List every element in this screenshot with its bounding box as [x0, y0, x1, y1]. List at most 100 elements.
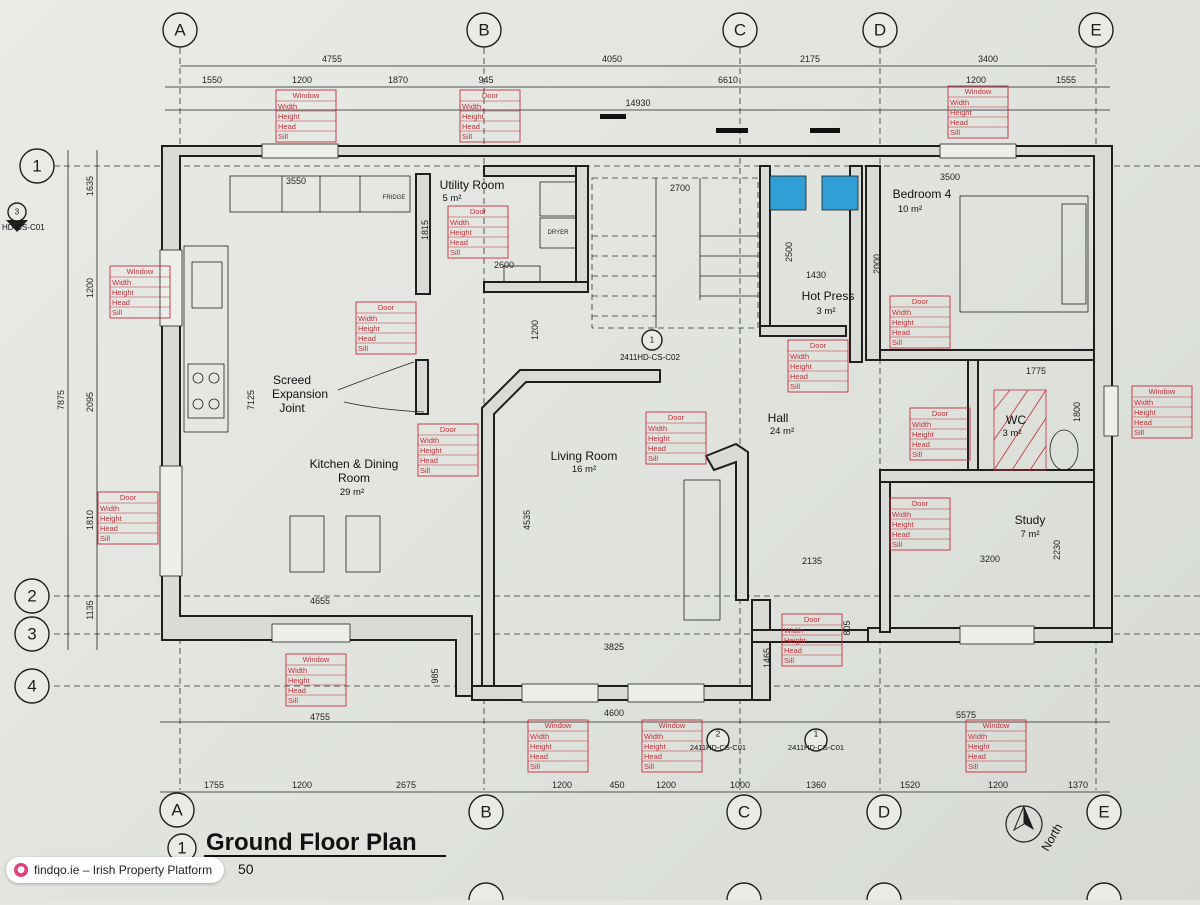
- kitchen-counter-side: [183, 245, 229, 433]
- grid-bubble: [1086, 794, 1122, 830]
- tag-row-label: Head: [912, 440, 930, 449]
- tag-row-label: Head: [530, 752, 548, 761]
- interior-wall: [483, 165, 589, 177]
- grid-bubble: [14, 578, 50, 614]
- grid-label: 4: [27, 677, 36, 696]
- plan-title: Ground Floor Plan: [206, 829, 417, 856]
- tag-row-label: Sill: [420, 466, 430, 475]
- grid-bubbles-top: A B C D E: [162, 12, 1114, 48]
- watermark-badge[interactable]: ● findqo.ie – Irish Property Platform: [6, 857, 225, 883]
- dim-text: 5575: [956, 710, 976, 720]
- room-name: Living Room: [551, 449, 618, 463]
- grid-label: D: [874, 21, 886, 40]
- sink: [191, 261, 223, 309]
- section-cut-mark: [600, 114, 626, 119]
- room-area: 16 m²: [572, 464, 596, 475]
- tag-row-label: Height: [790, 362, 813, 371]
- tag-row-label: Sill: [790, 382, 800, 391]
- tag-row-label: Width: [968, 732, 987, 741]
- tag-row-label: Sill: [100, 534, 110, 543]
- svg-text:1800: 1800: [1072, 402, 1082, 422]
- room-area: 3 m²: [817, 306, 836, 317]
- tag-row-label: Height: [1134, 408, 1157, 417]
- window-openings: [159, 143, 1119, 703]
- tag-box: [285, 653, 347, 707]
- grid-bubble: [14, 668, 50, 704]
- tag-box: [527, 719, 589, 773]
- svg-text:2700: 2700: [670, 183, 690, 193]
- tag-row-label: Head: [968, 752, 986, 761]
- grid-bubble: [726, 882, 762, 905]
- room-name: Utility Room: [440, 178, 505, 192]
- svg-text:1430: 1430: [806, 270, 826, 280]
- tag-row-label: Width: [892, 308, 911, 317]
- tag-row-label: Height: [648, 434, 671, 443]
- tag-title: Window: [303, 655, 330, 664]
- tag-row-label: Width: [112, 278, 131, 287]
- grid-label: 2: [27, 587, 36, 606]
- dim-text: 1200: [656, 780, 676, 790]
- tag-title: Door: [912, 499, 929, 508]
- title-marker-number: 1: [177, 839, 186, 858]
- tag-title: Window: [127, 267, 154, 276]
- tag-row-label: Sill: [950, 128, 960, 137]
- section-cut-mark: [810, 128, 840, 133]
- dim-text: 4050: [602, 54, 622, 64]
- grid-label: E: [1090, 21, 1101, 40]
- grid-bubble: [14, 616, 50, 652]
- grid-label: 3: [27, 625, 36, 644]
- svg-text:7125: 7125: [246, 390, 256, 410]
- hot-water-cylinder: [821, 175, 859, 211]
- grid-label: B: [478, 21, 489, 40]
- section-marker-icon: [706, 728, 730, 752]
- window-opening: [1103, 385, 1119, 437]
- tag-row-label: Height: [892, 318, 915, 327]
- dimension-lines: [67, 65, 1110, 793]
- bed: [959, 195, 1089, 313]
- window-opening: [271, 623, 351, 643]
- dim-text: 1200: [292, 780, 312, 790]
- tag-row-label: Sill: [462, 132, 472, 141]
- tag-row-label: Height: [968, 742, 991, 751]
- section-marker-icon: [804, 728, 828, 752]
- dim-text: 1000: [730, 780, 750, 790]
- tag-row-label: Head: [100, 524, 118, 533]
- tag-row-label: Height: [462, 112, 485, 121]
- tag-row-label: Width: [648, 424, 667, 433]
- tag-row-label: Height: [288, 676, 311, 685]
- grid-label: A: [174, 21, 186, 40]
- grid-bubble: [726, 794, 762, 830]
- svg-text:3: 3: [15, 208, 20, 217]
- svg-text:2411HD-CS-C01: 2411HD-CS-C01: [690, 743, 746, 752]
- tag-row-label: Height: [278, 112, 301, 121]
- dim-text: 1755: [204, 780, 224, 790]
- svg-text:HD-CS-C01: HD-CS-C01: [2, 223, 45, 232]
- grid-bubbles-left: 1 2 3 4: [14, 148, 55, 704]
- tag-row-label: Width: [278, 102, 297, 111]
- tag-title: Door: [482, 91, 499, 100]
- room-area: 7 m²: [1021, 529, 1040, 540]
- grid-bubble: [862, 12, 898, 48]
- room-name: Room: [338, 471, 370, 485]
- tag-row-label: Sill: [358, 344, 368, 353]
- dim-text: 14930: [625, 98, 650, 108]
- dim-text: 1200: [292, 75, 312, 85]
- grid-label: E: [1098, 803, 1109, 822]
- dim-text: 1200: [552, 780, 572, 790]
- tag-row-label: Width: [912, 420, 931, 429]
- tag-box: [459, 89, 521, 143]
- fridge-label: FRIDGE: [383, 195, 406, 201]
- tag-box: [417, 423, 479, 477]
- tag-row-label: Sill: [450, 248, 460, 257]
- opening-tags: WindowWidthHeightHeadSillDoorWidthHeight…: [97, 85, 1193, 773]
- tag-row-label: Sill: [784, 656, 794, 665]
- interior-wall: [967, 359, 979, 471]
- wc-hatch: [993, 389, 1047, 471]
- dim-text: 2175: [800, 54, 820, 64]
- window-opening: [159, 249, 183, 327]
- tag-box: [645, 411, 707, 465]
